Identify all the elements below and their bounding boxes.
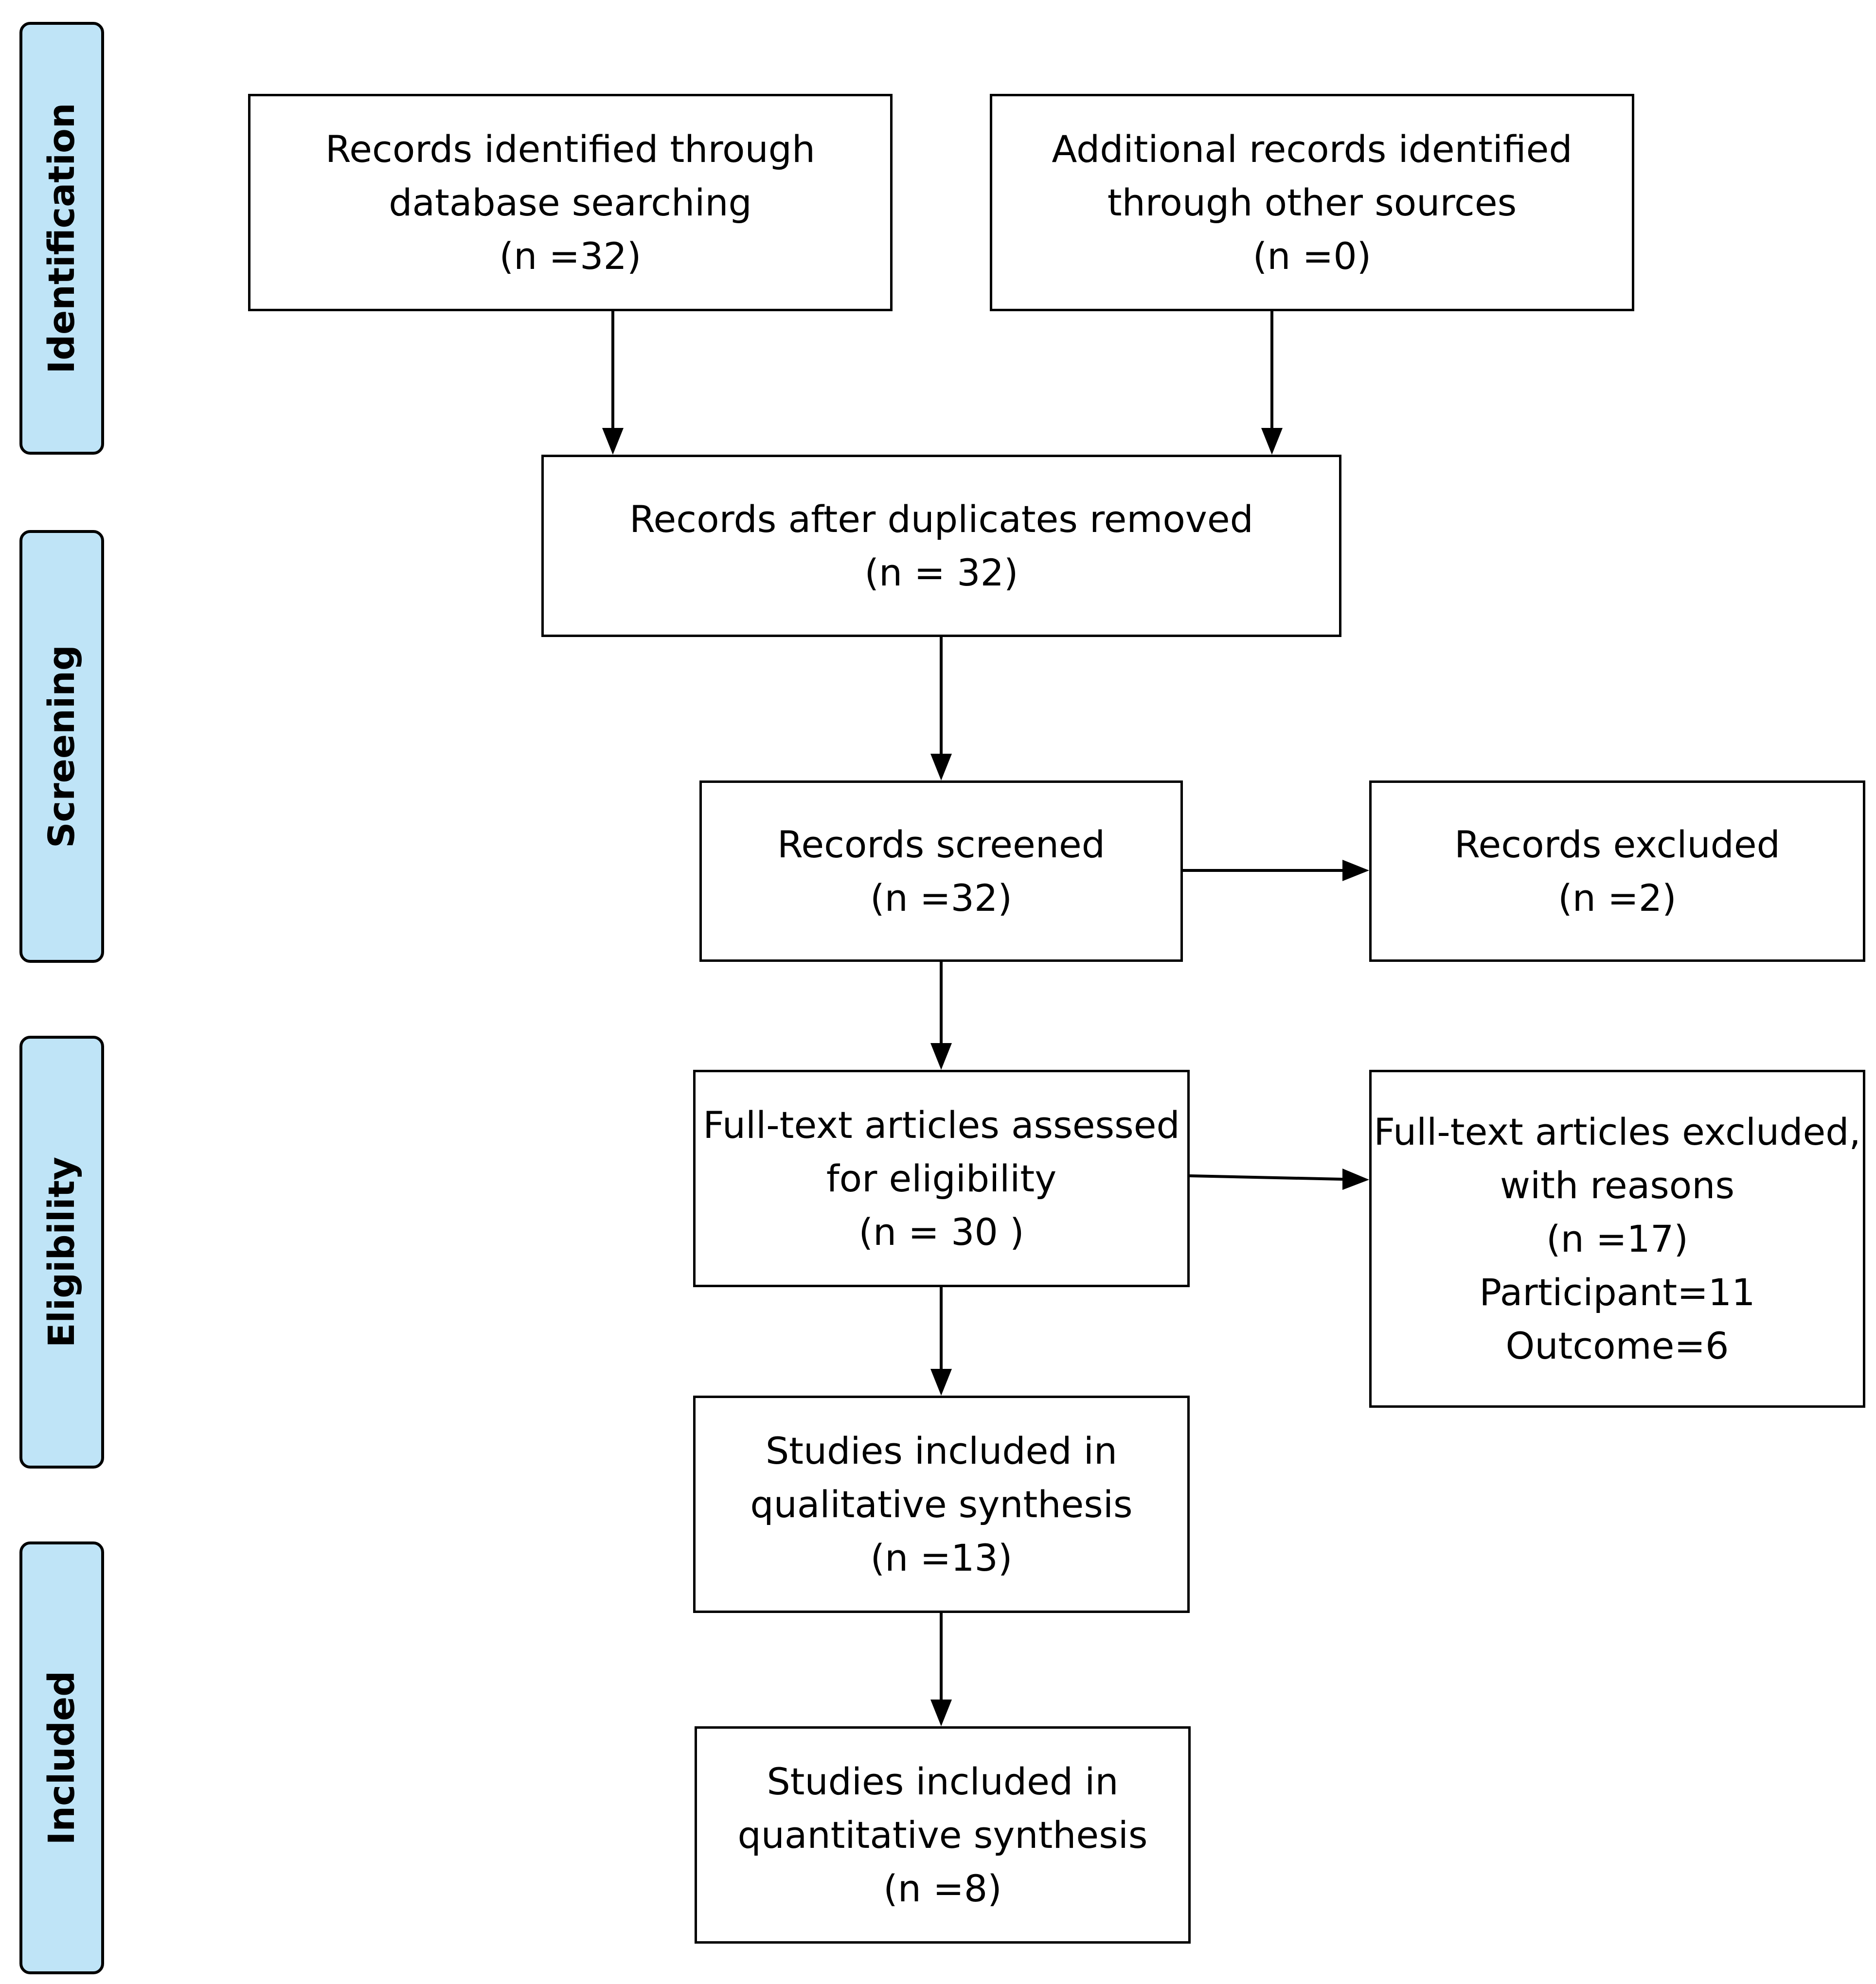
database-records-line-2: database searching <box>389 180 752 224</box>
quantitative-line-2: quantitative synthesis <box>737 1813 1148 1857</box>
arrowhead-other-to-dedup <box>1261 428 1283 455</box>
records-screened-line-1: Records screened <box>777 822 1105 866</box>
records-excluded-count: (n =2) <box>1558 876 1677 920</box>
arrowhead-database-to-dedup <box>602 428 624 455</box>
qualitative-count: (n =13) <box>870 1536 1013 1579</box>
arrowhead-dedup-to-screened <box>930 754 952 780</box>
arrowhead-screened-to-excluded <box>1342 860 1369 881</box>
arrowhead-screened-to-fulltext <box>930 1043 952 1070</box>
fulltext-excluded-line-2: with reasons <box>1500 1163 1735 1207</box>
box-fulltext-excluded: Full-text articles excluded, with reason… <box>1369 1070 1865 1408</box>
fulltext-excluded-line-1: Full-text articles excluded, <box>1374 1110 1861 1153</box>
database-records-line-1: Records identified through <box>325 127 816 171</box>
quantitative-count: (n =8) <box>883 1866 1002 1910</box>
stage-screening: Screening <box>19 530 104 963</box>
qualitative-line-2: qualitative synthesis <box>750 1482 1133 1526</box>
qualitative-line-1: Studies included in <box>765 1429 1118 1472</box>
fulltext-assessed-line-2: for eligibility <box>826 1156 1057 1200</box>
other-records-line-1: Additional records identified <box>1052 127 1572 171</box>
fulltext-excluded-outcome: Outcome=6 <box>1505 1324 1729 1367</box>
box-other-records: Additional records identified through ot… <box>990 94 1634 311</box>
records-excluded-line-1: Records excluded <box>1454 822 1780 866</box>
box-after-duplicates: Records after duplicates removed (n = 32… <box>541 455 1341 637</box>
fulltext-assessed-line-1: Full-text articles assessed <box>703 1103 1180 1147</box>
arrow-fulltext-to-excluded <box>1189 1174 1343 1181</box>
database-records-count: (n =32) <box>499 234 642 278</box>
box-fulltext-assessed: Full-text articles assessed for eligibil… <box>693 1070 1190 1287</box>
arrowhead-fulltext-to-qualitative <box>930 1369 952 1396</box>
fulltext-excluded-participant: Participant=11 <box>1479 1270 1755 1314</box>
stage-identification: Identification <box>19 22 104 455</box>
other-records-line-2: through other sources <box>1107 180 1517 224</box>
box-qualitative-synthesis: Studies included in qualitative synthesi… <box>693 1396 1190 1613</box>
after-duplicates-count: (n = 32) <box>864 550 1018 594</box>
box-database-records: Records identified through database sear… <box>248 94 893 311</box>
records-screened-count: (n =32) <box>870 876 1012 920</box>
quantitative-line-1: Studies included in <box>767 1759 1119 1803</box>
box-quantitative-synthesis: Studies included in quantitative synthes… <box>695 1726 1191 1944</box>
after-duplicates-line-1: Records after duplicates removed <box>629 497 1253 541</box>
arrowhead-fulltext-to-excluded <box>1342 1169 1369 1190</box>
fulltext-excluded-count: (n =17) <box>1546 1217 1688 1260</box>
other-records-count: (n =0) <box>1252 234 1372 278</box>
arrowhead-qualitative-to-quantitative <box>930 1700 952 1726</box>
stage-included: Included <box>19 1541 104 1974</box>
fulltext-assessed-count: (n = 30 ) <box>858 1210 1024 1254</box>
box-records-excluded: Records excluded (n =2) <box>1369 780 1865 962</box>
stage-eligibility: Eligibility <box>19 1036 104 1469</box>
box-records-screened: Records screened (n =32) <box>699 780 1183 962</box>
